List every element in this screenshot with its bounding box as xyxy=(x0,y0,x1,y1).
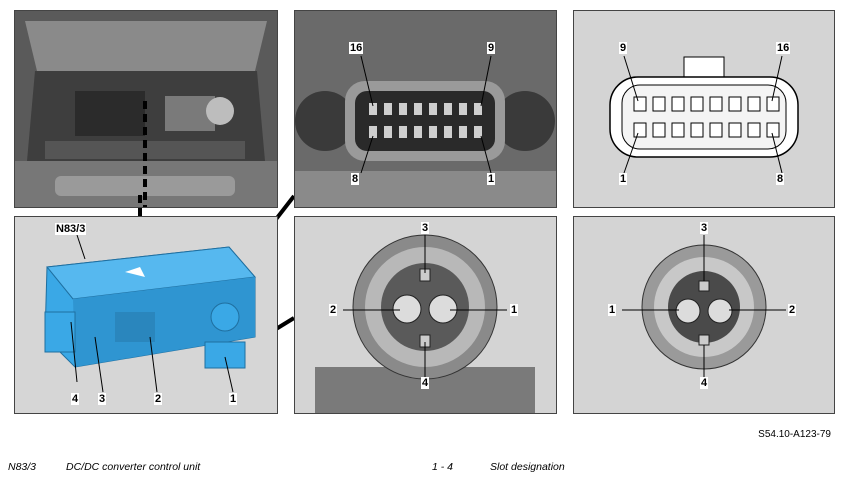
callout-8: 8 xyxy=(776,173,785,185)
callout-4: 4 xyxy=(421,377,430,389)
callout-1: 1 xyxy=(487,173,496,185)
engine-bay-photo xyxy=(14,10,278,208)
callout-3: 3 xyxy=(700,222,709,234)
callout-4: 4 xyxy=(700,377,709,389)
callout-16: 16 xyxy=(776,42,791,54)
connector-round-illustration xyxy=(315,234,535,413)
legend-description: DC/DC converter control unit xyxy=(66,461,201,473)
legend-range: 1 - 4 xyxy=(432,461,454,473)
connector-round-counterpart-photo: 3 1 2 4 xyxy=(573,216,835,414)
connector-16pin-outline xyxy=(609,55,799,174)
connector-round-photo: 3 2 1 4 xyxy=(294,216,557,414)
connector-round-counterpart-illustration xyxy=(622,235,786,377)
callout-16: 16 xyxy=(349,42,364,54)
callout-2: 2 xyxy=(329,304,338,316)
callout-1: 1 xyxy=(229,393,238,405)
callout-9: 9 xyxy=(487,42,496,54)
connector-16pin-illustration xyxy=(295,11,556,207)
legend-code: N83/3 xyxy=(8,461,37,473)
callout-1: 1 xyxy=(510,304,519,316)
callout-1: 1 xyxy=(619,173,628,185)
callout-2: 2 xyxy=(788,304,797,316)
dcdc-unit-panel: N83/3 4 3 2 1 xyxy=(14,216,278,414)
callout-4: 4 xyxy=(71,393,80,405)
callout-8: 8 xyxy=(351,173,360,185)
connector-16pin-drawing: 9 16 1 8 xyxy=(573,10,835,208)
callout-unit-tag: N83/3 xyxy=(55,223,87,235)
callout-9: 9 xyxy=(619,42,628,54)
callout-1: 1 xyxy=(608,304,617,316)
connector-16pin-photo: 16 9 8 1 xyxy=(294,10,557,208)
callout-3: 3 xyxy=(98,393,107,405)
engine-bay-illustration xyxy=(15,11,277,207)
document-id: S54.10-A123-79 xyxy=(758,429,831,440)
legend-range-description: Slot designation xyxy=(490,461,565,473)
callout-2: 2 xyxy=(154,393,163,405)
dcdc-unit-illustration xyxy=(44,234,256,393)
callout-3: 3 xyxy=(421,222,430,234)
